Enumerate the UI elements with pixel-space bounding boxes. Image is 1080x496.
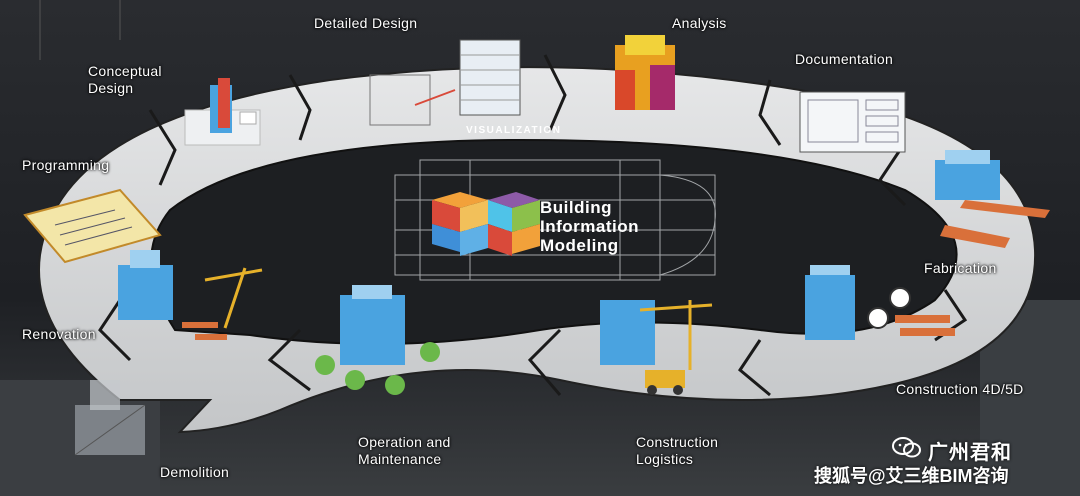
stage-label-detailed-design: Detailed Design xyxy=(314,15,418,31)
demolition-icon xyxy=(74,380,146,456)
renovation-icon xyxy=(118,250,263,340)
watermark-brand: 广州君和 xyxy=(928,442,1012,464)
center-title-line-1: Building xyxy=(540,198,612,217)
bim-cube-logo xyxy=(432,192,540,256)
stage-label-documentation: Documentation xyxy=(795,51,894,67)
center-title-line-2: Information xyxy=(540,217,639,236)
lifecycle-ring xyxy=(38,54,1037,434)
conceptual-design-icon xyxy=(184,78,261,146)
analysis-icon xyxy=(615,35,675,110)
programming-icon xyxy=(23,188,162,264)
stage-label-construction-logistics: Construction Logistics xyxy=(636,434,719,467)
ring-label-visualization: VISUALIZATION xyxy=(466,125,562,136)
stage-label-operation-maintenance: Operation and Maintenance xyxy=(358,434,451,467)
stage-label-fabrication: Fabrication xyxy=(924,260,997,276)
stage-label-programming: Programming xyxy=(22,157,110,173)
documentation-icon xyxy=(799,91,906,153)
center-title-line-3: Modeling xyxy=(540,236,619,255)
stage-label-demolition: Demolition xyxy=(160,464,230,480)
operation-maintenance-icon xyxy=(315,285,440,395)
stage-label-renovation: Renovation xyxy=(22,326,96,342)
construction-4d5d-icon xyxy=(805,265,955,340)
construction-logistics-icon xyxy=(600,300,713,395)
stage-label-analysis: Analysis xyxy=(672,15,727,31)
fabrication-icon xyxy=(935,150,1050,248)
watermark-subtitle: 搜狐号@艾三维BIM咨询 xyxy=(814,466,1009,486)
stage-label-conceptual-design: Conceptual Design xyxy=(88,63,162,96)
wechat-icon xyxy=(892,437,921,458)
stage-label-construction-4d5d: Construction 4D/5D xyxy=(896,381,1024,397)
detailed-design-icon xyxy=(369,39,521,126)
